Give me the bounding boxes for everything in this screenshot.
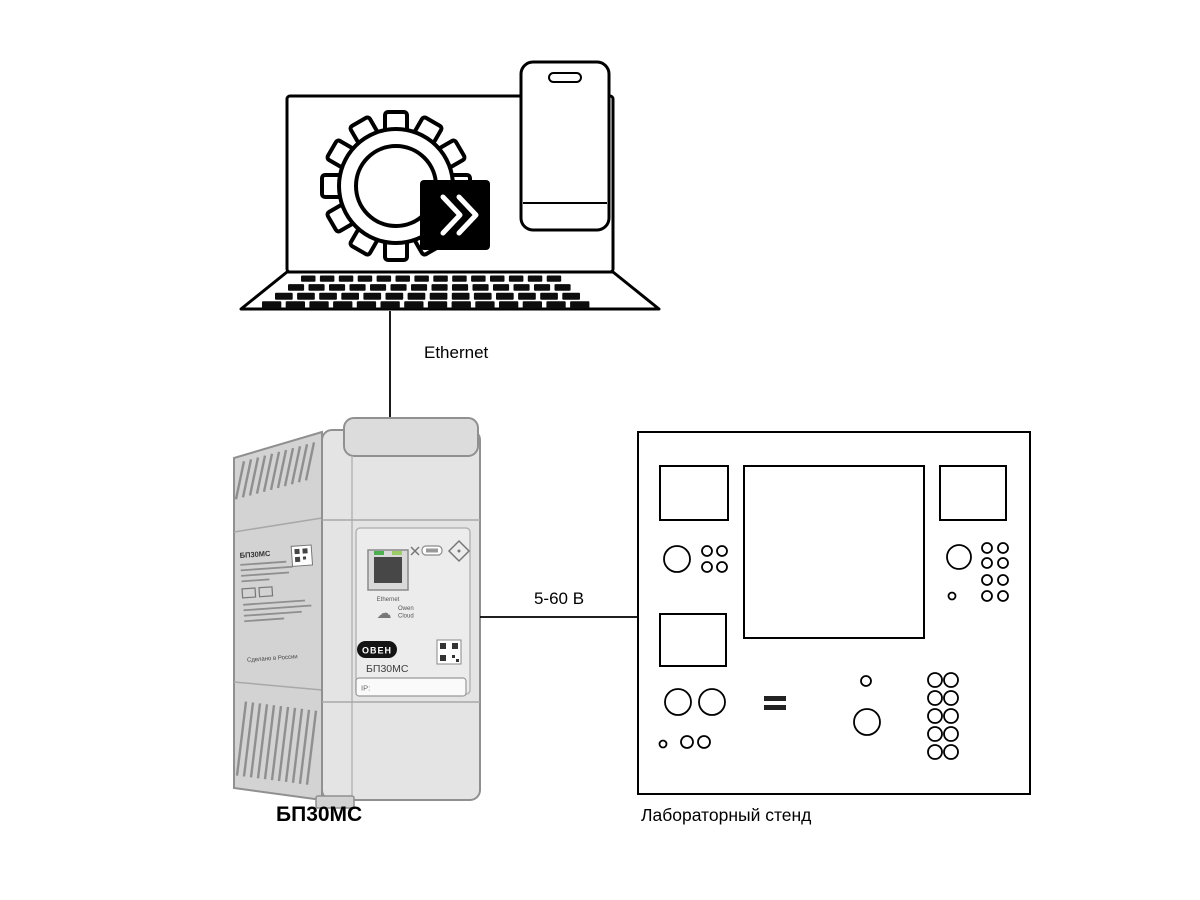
- ip-strip: IP:: [355, 677, 467, 697]
- side-seam-top: [233, 517, 323, 533]
- owen-cloud-text-2: Cloud: [398, 614, 414, 620]
- panel-cutout: [939, 465, 1007, 521]
- panel-display-cutout: [743, 465, 925, 639]
- made-in-text: Сделано в России: [247, 654, 298, 664]
- side-spec-lines: [240, 560, 312, 623]
- keyboard-keys: [262, 275, 590, 309]
- double-chevron-icon: [440, 194, 479, 236]
- ip-label: IP:: [361, 684, 370, 693]
- gear-icon: [320, 110, 472, 262]
- side-vents-top: [234, 442, 316, 500]
- owen-cloud-text-1: Owen: [398, 606, 414, 612]
- panel-cutout: [659, 465, 729, 521]
- app-tile: [420, 180, 490, 250]
- side-seam-bottom: [233, 681, 323, 691]
- device-top-cap: [343, 417, 479, 457]
- stand-caption: Лабораторный стенд: [641, 805, 811, 825]
- panel-cutout: [659, 613, 727, 667]
- owen-logo: ОВЕН: [357, 641, 397, 658]
- terminal-bars: [764, 696, 786, 710]
- smartphone-illustration: [519, 60, 611, 232]
- side-model-text: БП30МС: [239, 549, 271, 560]
- certification-marks: [241, 586, 274, 599]
- din-foot: [315, 795, 355, 809]
- front-qr-code: [436, 639, 462, 665]
- port-led-amber: [392, 551, 402, 555]
- phone-body: [519, 60, 611, 232]
- side-qr-code: [290, 544, 314, 567]
- cloud-icon: ☁: [377, 605, 392, 622]
- port-led-green: [374, 551, 384, 555]
- side-vents-bottom: [235, 701, 318, 785]
- ethernet-label: Ethernet: [424, 343, 489, 362]
- ethernet-port-label: Ethernet: [377, 597, 400, 603]
- side-label-block: БП30МС Сделано в: [239, 544, 314, 664]
- front-model-text: БП30МС: [366, 663, 409, 675]
- stand-connectors: [658, 542, 1009, 760]
- stand-cutouts: [659, 465, 1007, 667]
- power-supply-device: БП30МС Сделано в: [233, 417, 481, 809]
- usb-port: [421, 545, 443, 556]
- owen-cloud-logo: ☁ Owen Cloud: [377, 605, 414, 622]
- device-caption: БП30МС: [276, 803, 362, 826]
- ethernet-port: [367, 549, 409, 591]
- phone-speaker: [548, 72, 582, 83]
- diamond-icon: [447, 539, 471, 563]
- lab-stand: [637, 431, 1031, 795]
- owen-logo-text: ОВЕН: [362, 646, 392, 656]
- x-icon: [410, 546, 420, 556]
- voltage-label: 5-60 В: [534, 589, 584, 608]
